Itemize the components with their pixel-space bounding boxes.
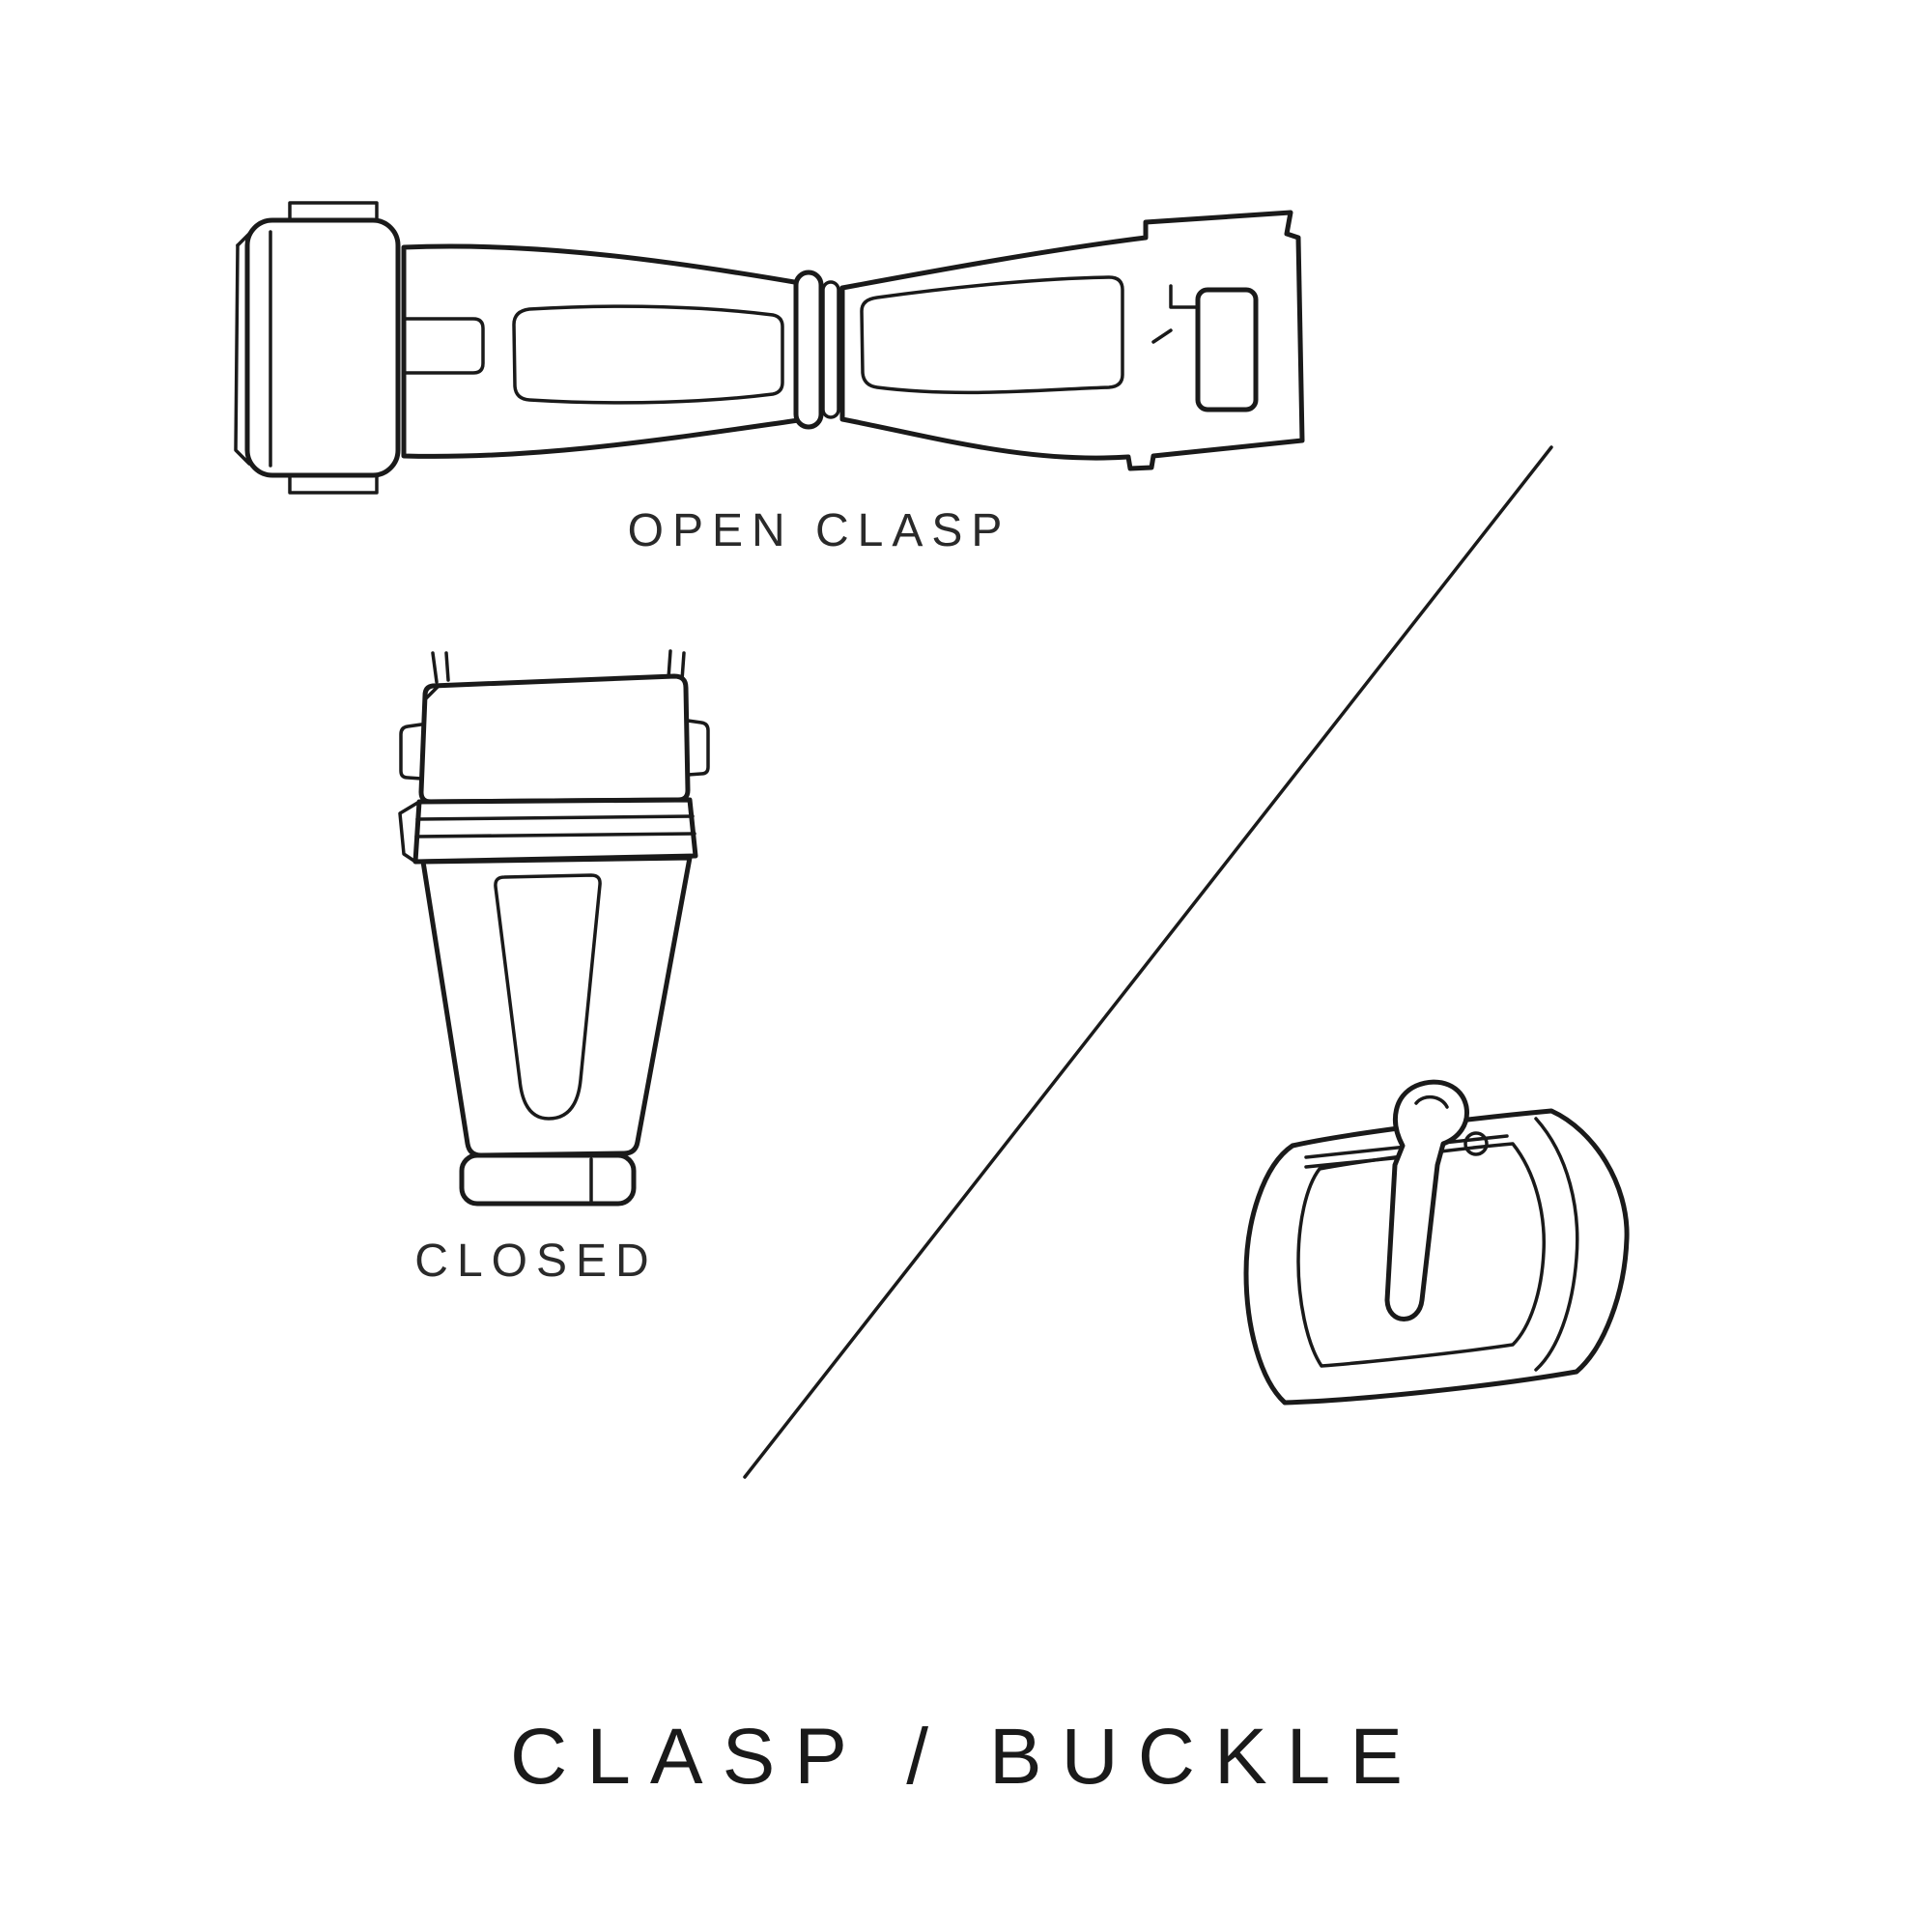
closed-clasp-label: CLOSED (414, 1236, 658, 1287)
closed-clasp-illustration (398, 649, 710, 1207)
page-title: CLASP / BUCKLE (510, 1713, 1422, 1801)
open-clasp-illustration (234, 201, 1305, 495)
tang-buckle-illustration (1243, 1079, 1630, 1406)
diagonal-divider (743, 445, 1553, 1479)
open-clasp-label: OPEN CLASP (627, 505, 1011, 556)
